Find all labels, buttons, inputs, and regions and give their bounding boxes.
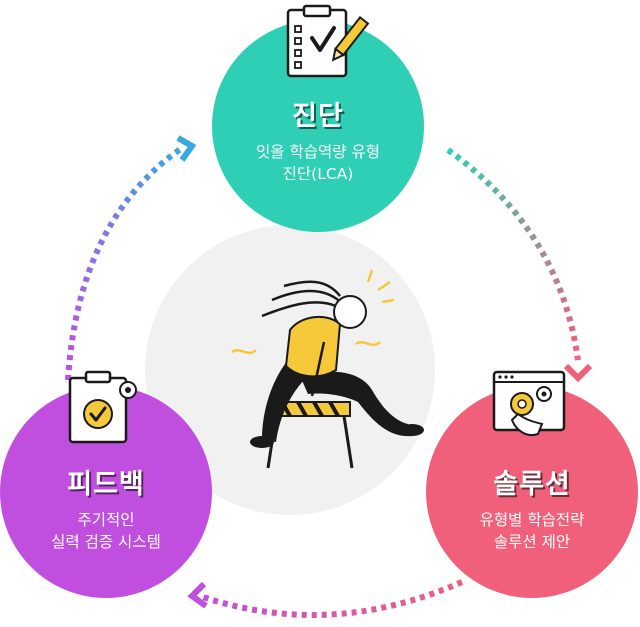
feedback-description: 주기적인 실력 검증 시스템 — [6, 509, 206, 553]
browser-gears-icon — [492, 370, 566, 436]
arrowhead-solution — [563, 363, 593, 383]
diagnosis-title: 진단 — [292, 101, 344, 132]
solution-label-group: 솔루션 유형별 학습전략 솔루션 제안 — [432, 462, 632, 553]
feedback-circle — [0, 386, 212, 598]
clipboard-gear-icon — [68, 370, 137, 444]
diagnosis-desc-line1: 잇올 학습역량 유형 — [256, 143, 380, 161]
solution-desc-line2: 솔루션 제안 — [493, 533, 571, 551]
solution-circle — [426, 386, 638, 598]
arrowhead-diagnosis — [176, 135, 197, 162]
feedback-desc-line1: 주기적인 — [77, 511, 135, 529]
diagnosis-desc-line2: 진단(LCA) — [282, 165, 354, 183]
arrowhead-feedback — [187, 581, 208, 609]
diagnosis-circle — [212, 20, 424, 232]
arrow-feedback-to-diagnosis — [65, 145, 184, 381]
feedback-title: 피드백 — [67, 469, 145, 500]
arrow-solution-to-feedback — [199, 579, 464, 618]
clipboard-pencil-icon — [286, 4, 370, 78]
arrow-diagnosis-to-solution — [446, 147, 581, 361]
feedback-desc-line2: 실력 검증 시스템 — [51, 533, 161, 551]
solution-title: 솔루션 — [493, 469, 571, 500]
solution-description: 유형별 학습전략 솔루션 제안 — [432, 509, 632, 553]
solution-desc-line1: 유형별 학습전략 — [479, 511, 585, 529]
diagnosis-label-group: 진단 잇올 학습역량 유형 진단(LCA) — [218, 94, 418, 185]
feedback-label-group: 피드백 주기적인 실력 검증 시스템 — [6, 462, 206, 553]
hurdle-jumper-illustration — [231, 269, 424, 469]
diagnosis-description: 잇올 학습역량 유형 진단(LCA) — [218, 141, 418, 185]
